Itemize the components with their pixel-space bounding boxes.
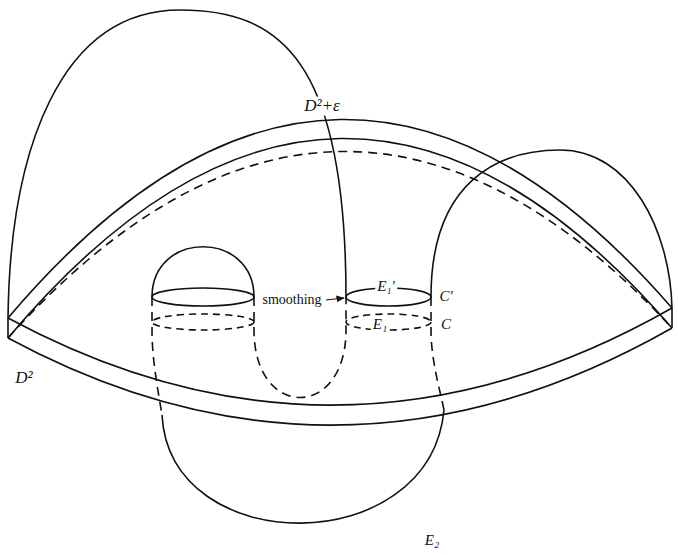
disk-edge [8,328,672,425]
math-label: C [439,316,453,333]
math-label: C' [437,288,454,305]
hidden-tube [254,297,346,398]
circle-curve [152,314,254,330]
annotation-text: smoothing [260,292,323,307]
surface-sheet [162,410,444,523]
math-label: E₁' [375,278,397,295]
math-label: E₁ [371,316,389,333]
surface-sheet [431,150,672,308]
circle-curve [152,288,254,306]
surface-sheet [8,10,346,318]
disk-edge [8,138,672,338]
math-label: D²+ε [302,97,342,116]
math-label: D² [13,369,34,388]
disk-corner [671,308,673,328]
hidden-tube [152,297,162,415]
disk-edge [8,308,672,405]
hidden-tube [431,297,444,410]
pointer-arrow [326,298,344,300]
disk-corner [7,318,9,338]
cap-surface [152,247,254,297]
disk-edge [8,119,672,318]
disk-back-edge [8,151,672,338]
math-label: E₂ [423,532,441,549]
